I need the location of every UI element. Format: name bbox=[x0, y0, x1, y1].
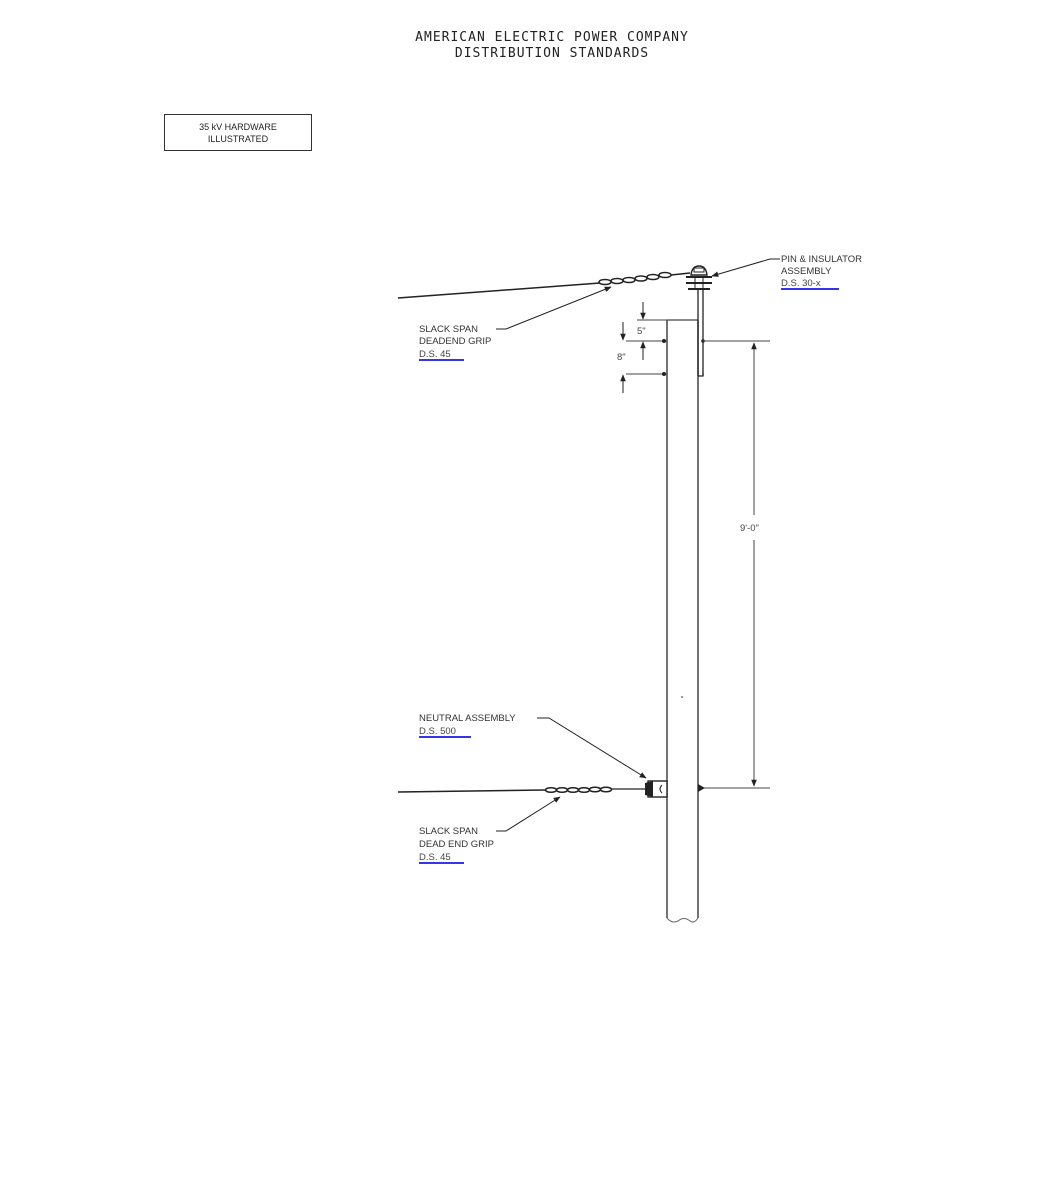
slack-span-bottom-label-2: DEAD END GRIP bbox=[419, 839, 494, 850]
slack-span-top-ref-link[interactable]: D.S. 45 bbox=[419, 349, 451, 360]
pin-insulator-ref-link[interactable]: D.S. 30-x bbox=[781, 278, 821, 289]
dim-9ft: 9'-0" bbox=[740, 523, 759, 534]
slack-span-top-label-2: DEADEND GRIP bbox=[419, 336, 491, 347]
neutral-spacing-dimension: 9'-0" bbox=[698, 340, 770, 792]
callout-neutral-assembly: NEUTRAL ASSEMBLY D.S. 500 bbox=[419, 713, 647, 779]
pin-insulator-assembly bbox=[686, 265, 712, 377]
dim-5in: 5" bbox=[637, 326, 646, 337]
neutral-bracket bbox=[645, 780, 668, 798]
hardware-note-line1: 35 kV HARDWARE bbox=[199, 122, 277, 132]
callout-slack-span-top: SLACK SPAN DEADEND GRIP D.S. 45 bbox=[419, 286, 612, 361]
primary-conductor bbox=[397, 271, 691, 299]
callout-slack-span-bottom: SLACK SPAN DEAD END GRIP D.S. 45 bbox=[419, 796, 561, 864]
drawing-header: AMERICAN ELECTRIC POWER COMPANY DISTRIBU… bbox=[0, 30, 1046, 62]
hardware-note-box: 35 kV HARDWARE ILLUSTRATED bbox=[164, 114, 312, 151]
hardware-note-line2: ILLUSTRATED bbox=[207, 134, 269, 144]
utility-pole bbox=[666, 319, 699, 923]
standards-title: DISTRIBUTION STANDARDS bbox=[454, 46, 650, 61]
slack-span-bottom-label-1: SLACK SPAN bbox=[419, 826, 478, 837]
slack-span-grip-bottom bbox=[544, 786, 645, 794]
slack-span-top-label-1: SLACK SPAN bbox=[419, 324, 478, 335]
company-name: AMERICAN ELECTRIC POWER COMPANY bbox=[415, 30, 689, 45]
offset-dimensions: 5" 8" bbox=[617, 302, 667, 393]
callout-pin-insulator: PIN & INSULATOR ASSEMBLY D.S. 30-x bbox=[711, 254, 862, 290]
neutral-assembly-label: NEUTRAL ASSEMBLY bbox=[419, 713, 516, 724]
pin-insulator-label-1: PIN & INSULATOR bbox=[781, 254, 862, 265]
pin-insulator-label-2: ASSEMBLY bbox=[781, 266, 832, 277]
neutral-assembly-ref-link[interactable]: D.S. 500 bbox=[419, 726, 456, 737]
slack-span-grip-top bbox=[598, 271, 691, 286]
dim-8in: 8" bbox=[617, 352, 626, 363]
neutral-conductor bbox=[397, 780, 668, 798]
slack-span-bottom-ref-link[interactable]: D.S. 45 bbox=[419, 852, 451, 863]
